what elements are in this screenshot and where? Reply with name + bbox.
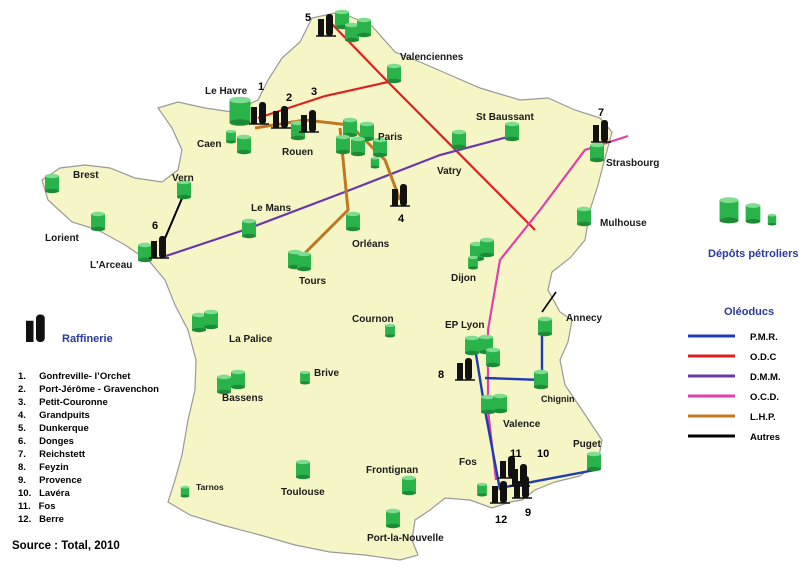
pipeline-autres-annecy [541, 291, 557, 313]
refinery-legend-item: 11. Fos [18, 501, 56, 512]
pipeline-legend-label: O.C.D. [750, 392, 779, 403]
refinery-legend-item: 6. Donges [18, 436, 74, 447]
pipeline-legend-label: L.H.P. [750, 412, 776, 423]
refinery-number: 11 [510, 448, 522, 460]
france-outline [41, 11, 613, 561]
city-label-le-havre: Le Havre [205, 86, 248, 97]
city-label-brest: Brest [73, 170, 99, 181]
pipelines-legend: Oléoducs P.M.R. O.D.C D.M.M. O.C.D. L.H.… [688, 306, 781, 443]
refinery-number: 10 [537, 448, 549, 460]
city-label-tours: Tours [299, 276, 326, 287]
refinery-legend-item: 12. Berre [18, 514, 64, 525]
city-label-rouen: Rouen [282, 147, 313, 158]
pipeline-legend-label: P.M.R. [750, 332, 778, 343]
refinery-number: 4 [398, 213, 405, 225]
refinery-numbers: 5 1 2 3 7 4 6 8 11 10 12 9 [152, 12, 604, 526]
city-label-strasbourg: Strasbourg [606, 158, 659, 169]
refinery-legend-item: 9. Provence [18, 475, 82, 486]
city-label-st-baussant: St Baussant [476, 112, 534, 123]
pipeline-legend-item: P.M.R. [688, 332, 778, 343]
city-label-fos: Fos [459, 457, 477, 468]
depot-legend: Dépôts pétroliers [708, 197, 798, 260]
city-label-dijon: Dijon [451, 273, 476, 284]
city-label-le-mans: Le Mans [251, 203, 291, 214]
refinery-legend-item: 1. Gonfreville- l’Orchet [18, 371, 131, 382]
city-label-mulhouse: Mulhouse [600, 218, 647, 229]
city-label-ep-lyon: EP Lyon [445, 320, 484, 331]
refinery-number: 6 [152, 220, 158, 232]
refinery-legend-item: 10. Lavéra [18, 488, 70, 499]
refinery-number: 3 [311, 86, 317, 98]
pipeline-dmm [159, 133, 516, 260]
refinery-number: 1 [258, 81, 264, 93]
refinery-legend-item: 2. Port-Jérôme - Gravenchon [18, 384, 159, 395]
city-labels: Valenciennes Le Havre Caen Rouen Paris S… [45, 52, 659, 544]
city-label-larceau: L'Arceau [90, 260, 132, 271]
pipeline-legend-label: O.D.C [750, 352, 777, 363]
city-label-valenciennes: Valenciennes [400, 52, 464, 63]
city-label-cournon: Cournon [352, 314, 394, 325]
refinery-number: 7 [598, 107, 604, 119]
city-label-vatry: Vatry [437, 166, 462, 177]
pipeline-legend-item: O.D.C [688, 352, 777, 363]
city-label-caen: Caen [197, 139, 221, 150]
city-label-annecy: Annecy [566, 313, 603, 324]
city-label-frontignan: Frontignan [366, 465, 418, 476]
pipeline-legend-item: D.M.M. [688, 372, 781, 383]
refinery-legend: Raffinerie 1. Gonfreville- l’Orchet 2. P… [18, 314, 159, 525]
city-label-chignin: Chignin [541, 394, 575, 404]
city-label-brive: Brive [314, 368, 339, 379]
refinery-number: 9 [525, 507, 531, 519]
pipeline-legend-label: D.M.M. [750, 372, 781, 383]
refinery-legend-item: 7. Reichstett [18, 449, 86, 460]
refinery-legend-item: 8. Feyzin [18, 462, 69, 473]
pipelines-legend-title: Oléoducs [724, 306, 774, 318]
city-label-puget: Puget [573, 439, 601, 450]
city-label-valence: Valence [503, 419, 541, 430]
city-label-port-la-nouvelle: Port-la-Nouvelle [367, 533, 444, 544]
refinery-number: 5 [305, 12, 311, 24]
refinery-legend-item: 3. Petit-Couronne [18, 397, 108, 408]
pipeline-legend-item: L.H.P. [688, 412, 776, 423]
city-label-bassens: Bassens [222, 393, 264, 404]
city-label-paris: Paris [378, 132, 403, 143]
source-note: Source : Total, 2010 [12, 540, 120, 552]
refinery-number: 8 [438, 369, 444, 381]
city-label-tarnos: Tarnos [196, 482, 224, 492]
refinery-number: 2 [286, 92, 292, 104]
depots-legend-title: Dépôts pétroliers [708, 248, 798, 260]
city-label-orleans: Orléans [352, 239, 390, 250]
city-label-vern: Vern [172, 173, 194, 184]
pipeline-legend-label: Autres [750, 432, 780, 443]
pipeline-lhp-b [298, 127, 350, 260]
city-label-toulouse: Toulouse [281, 487, 325, 498]
pipeline-odc-branch [257, 80, 389, 120]
pipeline-legend-item: O.C.D. [688, 392, 779, 403]
refinery-legend-item: 5. Dunkerque [18, 423, 89, 434]
refinery-number: 12 [495, 514, 507, 526]
refinery-legend-title: Raffinerie [62, 333, 113, 345]
city-label-lorient: Lorient [45, 233, 80, 244]
refinery-legend-item: 4. Grandpuits [18, 410, 90, 421]
pipeline-legend-item: Autres [688, 432, 780, 443]
city-label-la-palice: La Palice [229, 334, 273, 345]
